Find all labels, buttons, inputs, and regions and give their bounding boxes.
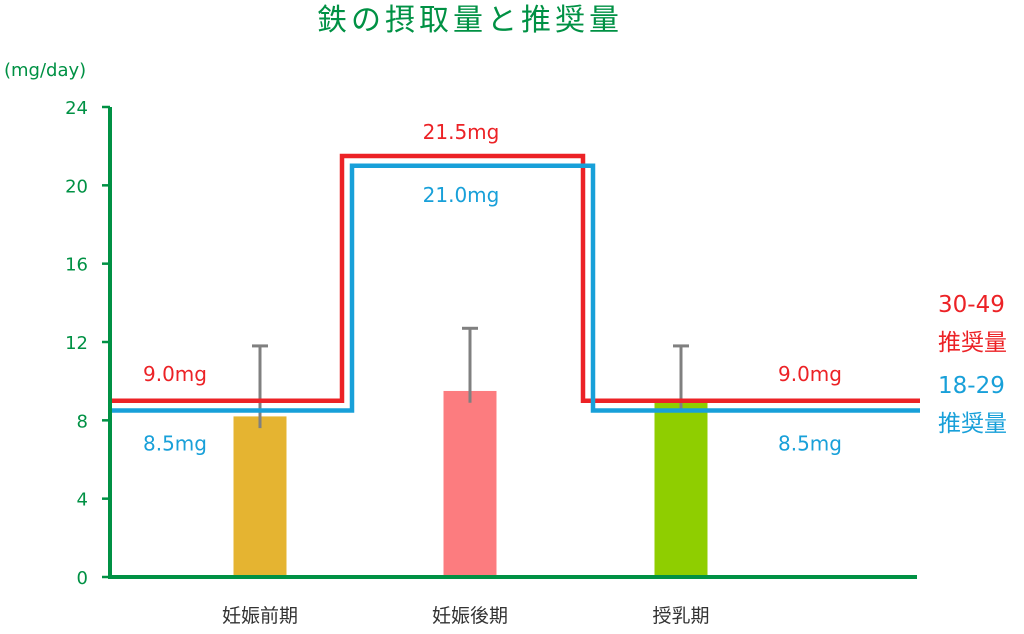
y-tick-label: 4: [77, 490, 88, 511]
y-tick-label: 24: [65, 98, 88, 119]
x-category-label: 妊娠前期: [222, 605, 298, 627]
reference-line: [110, 163, 920, 413]
reference-value-label: 9.0mg: [143, 362, 207, 386]
y-tick-label: 20: [65, 176, 88, 197]
reference-value-label: 9.0mg: [778, 362, 842, 386]
reference-value-label: 21.0mg: [423, 183, 500, 207]
y-tick-label: 8: [77, 411, 88, 432]
bar: [654, 398, 708, 577]
reference-value-label: 8.5mg: [143, 432, 207, 456]
y-tick-label: 12: [65, 333, 88, 354]
reference-value-label: 21.5mg: [423, 120, 500, 144]
reference-value-label: 8.5mg: [778, 432, 842, 456]
x-category-label: 授乳期: [652, 605, 709, 627]
x-category-label: 妊娠後期: [432, 605, 508, 627]
legend-entry-text: 18-29: [938, 373, 1005, 399]
y-tick-label: 16: [65, 255, 88, 276]
chart-title: 鉄の摂取量と推奨量: [317, 3, 623, 38]
bar: [233, 416, 287, 577]
reference-line: [110, 153, 920, 403]
y-axis-unit-label: (mg/day): [4, 60, 86, 81]
legend-entry-text: 推奨量: [938, 411, 1007, 437]
y-tick-label: 0: [77, 568, 88, 589]
bar: [443, 390, 497, 577]
legend-entry-text: 推奨量: [938, 330, 1007, 356]
legend-entry-text: 30-49: [938, 292, 1005, 318]
